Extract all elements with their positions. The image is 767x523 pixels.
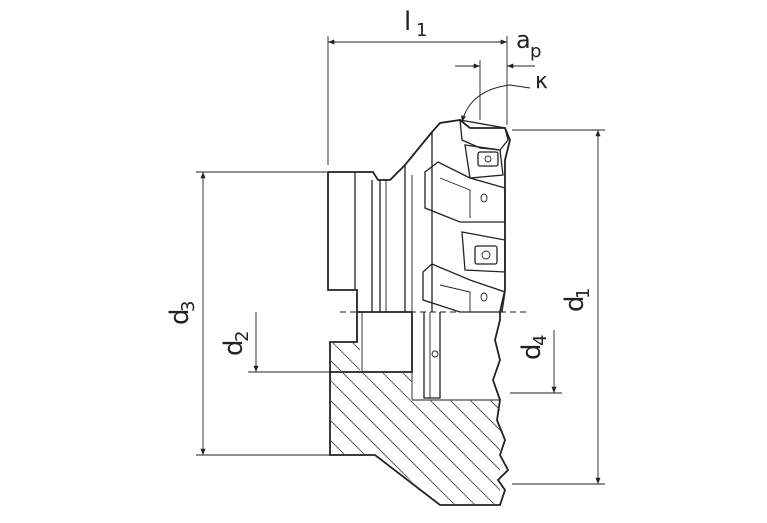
insert-pocket-lower: [422, 263, 506, 313]
ap-label: a: [516, 26, 531, 54]
l1-subscript: 1: [416, 20, 427, 41]
d2-label: d: [219, 339, 249, 356]
d2-subscript: 2: [232, 331, 253, 342]
d3-subscript: 3: [178, 301, 199, 312]
insert-pocket-middle: [461, 231, 506, 273]
d4-subscript: 4: [530, 335, 551, 346]
insert-pocket-top: [459, 119, 509, 179]
d4-label: d: [517, 343, 547, 360]
angle-kappa: κ: [461, 69, 548, 123]
dimension-l1: l 1: [327, 7, 508, 165]
cutter-body-section: [329, 311, 510, 506]
dimension-d3: d 3: [165, 171, 330, 456]
kappa-label: κ: [535, 69, 548, 94]
cutter-body-upper: [327, 119, 511, 313]
section-hatching: [330, 342, 500, 505]
ap-subscript: p: [530, 41, 541, 62]
d3-label: d: [165, 308, 195, 325]
dimension-d4: d 4: [510, 330, 562, 394]
d1-label: d: [560, 295, 590, 312]
d1-subscript: 1: [573, 288, 594, 299]
insert-pocket-upper: [424, 161, 506, 223]
dimension-d1: d 1: [512, 129, 605, 485]
l1-label: l: [404, 7, 411, 37]
dimension-ap: a p: [455, 26, 541, 120]
